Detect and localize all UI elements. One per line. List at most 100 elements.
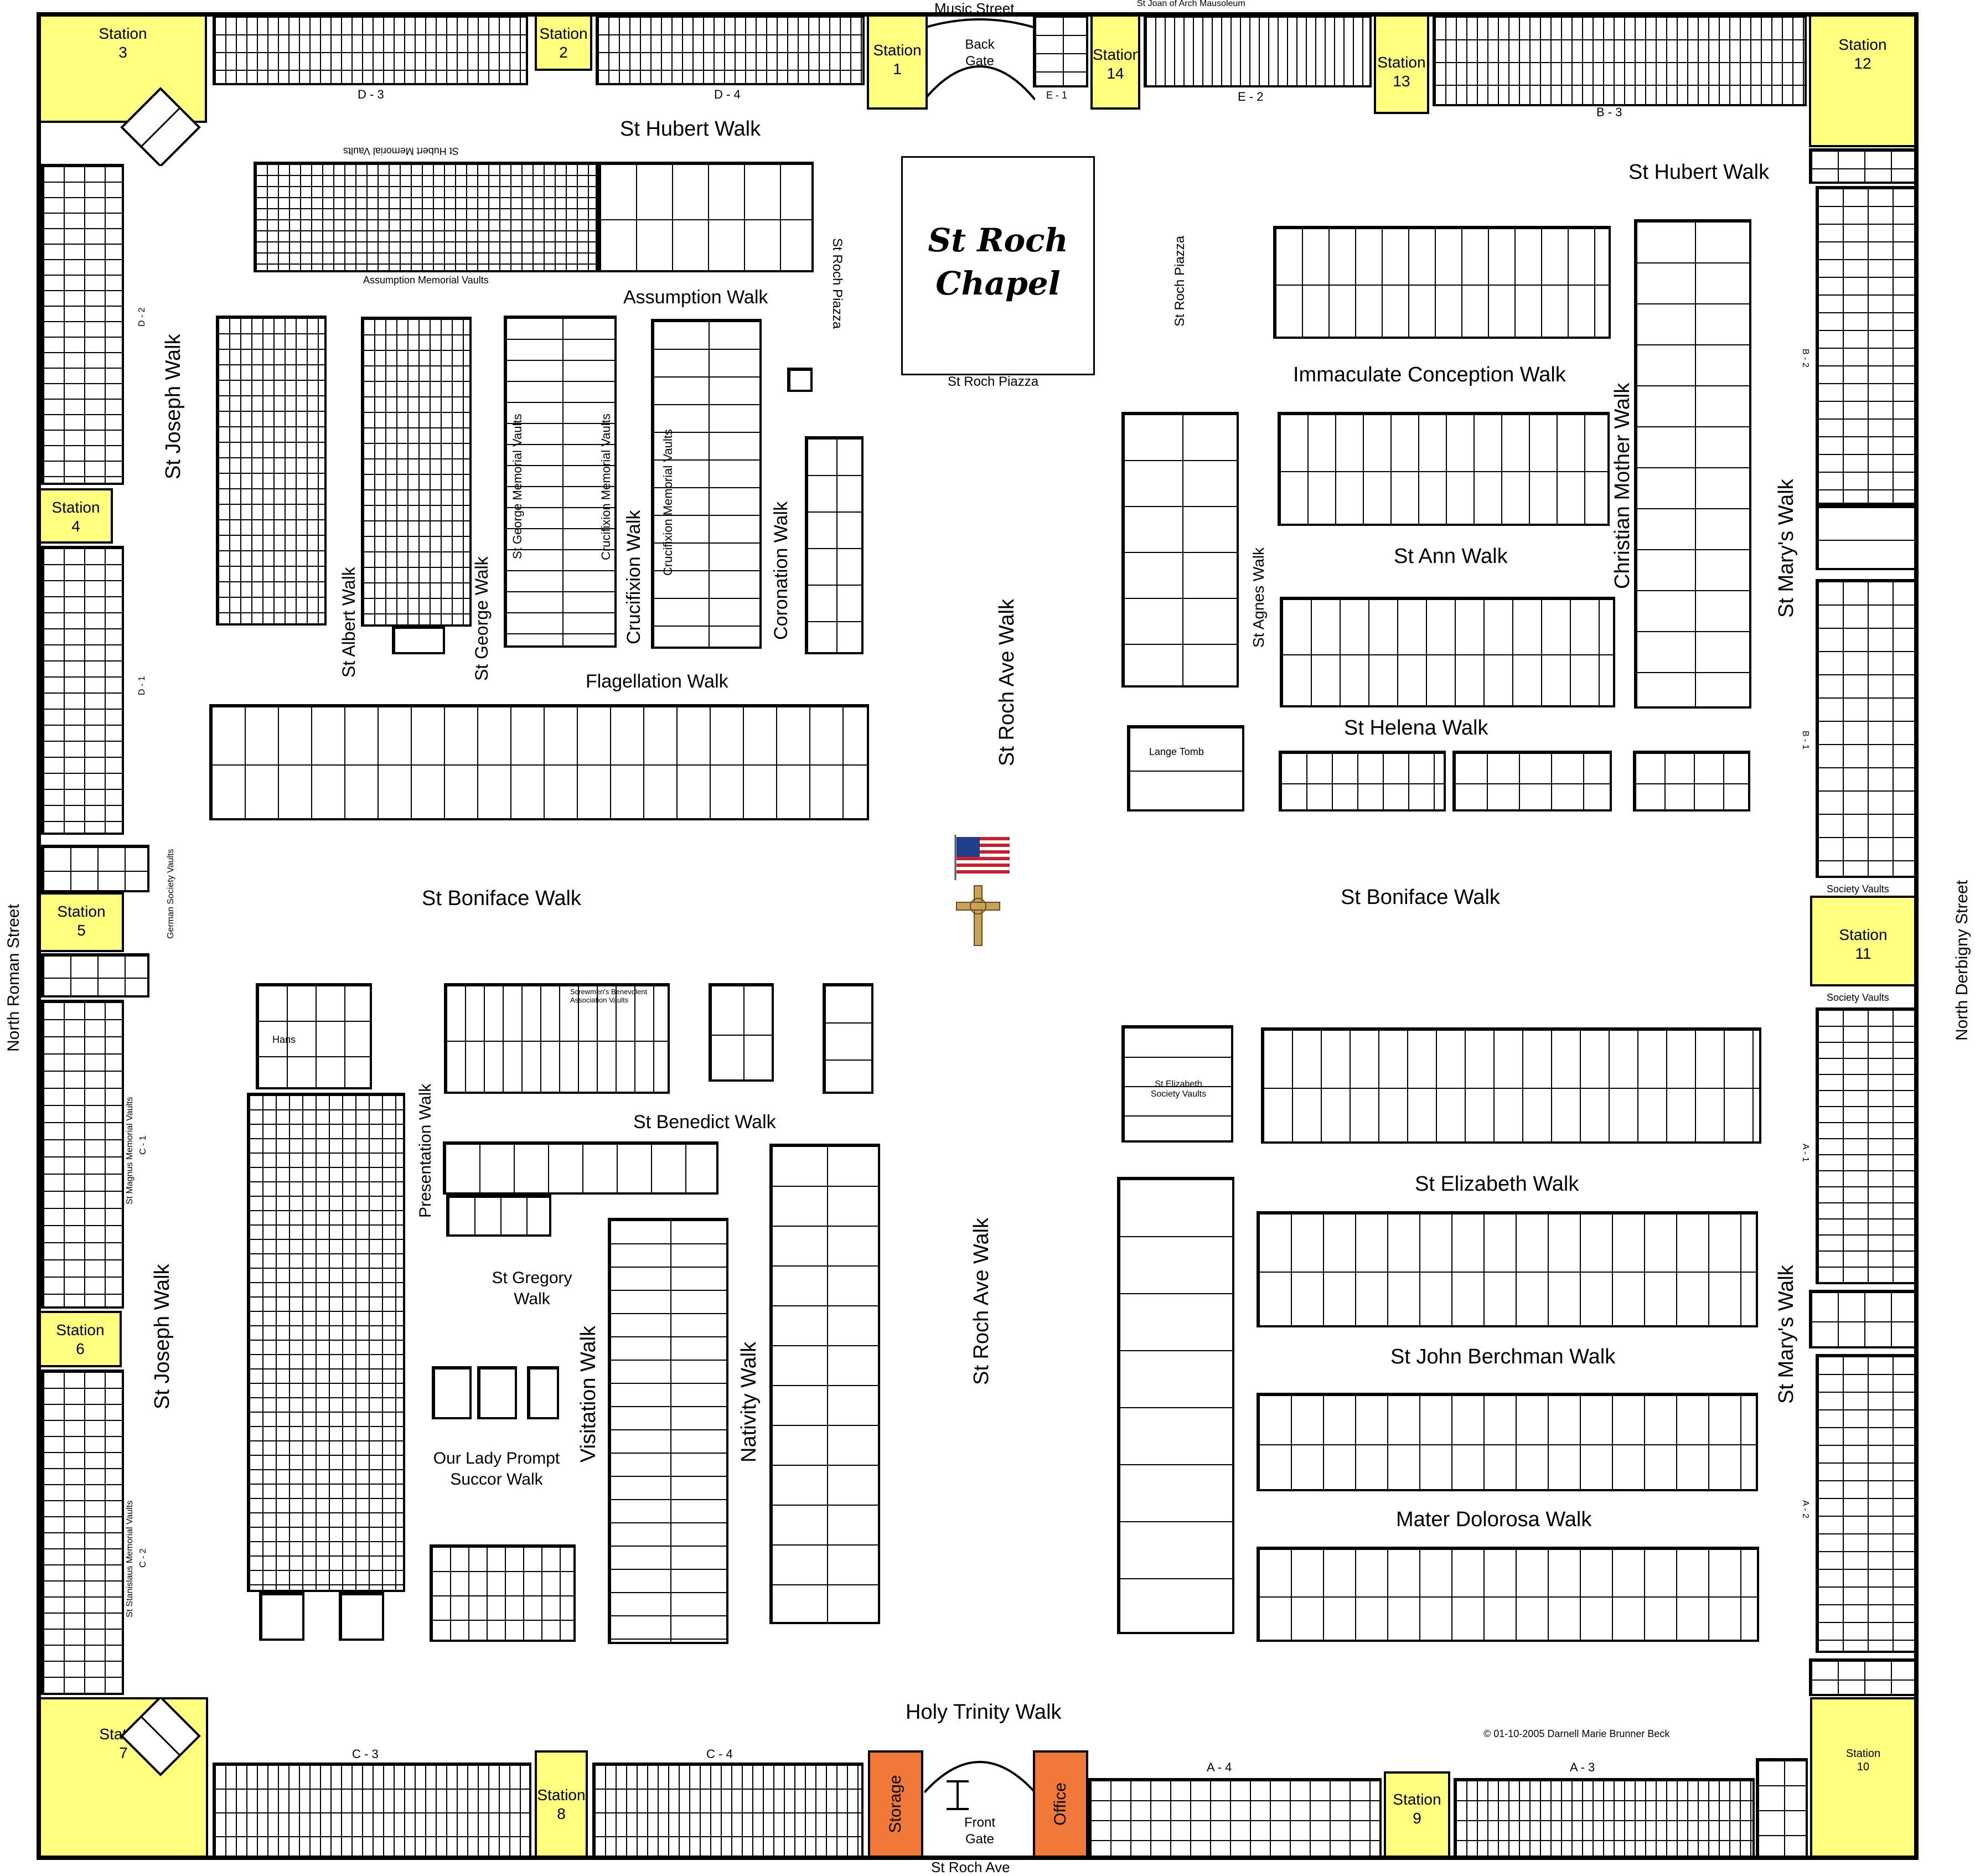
assumption-block-right[interactable] <box>598 162 814 272</box>
vault-col-a2[interactable] <box>1816 1354 1916 1653</box>
crucifixion-vault-block[interactable] <box>651 319 762 649</box>
front-gate-label: Front Gate <box>964 1815 995 1847</box>
st-george-vault-block[interactable] <box>504 316 617 648</box>
st-hubert-memorial-vaults[interactable] <box>254 162 598 272</box>
row-label-d2: D - 2 <box>137 307 147 327</box>
st-john-berchman-block[interactable] <box>1257 1393 1758 1491</box>
vault-col-right-top[interactable] <box>1809 148 1916 184</box>
christian-mother-walk: Christian Mother Walk <box>1611 383 1634 589</box>
society-vaults-label-2: Society Vaults <box>1827 992 1889 1003</box>
vault-col-b1[interactable] <box>1816 579 1916 878</box>
st-elizabeth-block-top[interactable] <box>1261 1027 1761 1144</box>
vault-row-a4[interactable] <box>1088 1778 1382 1858</box>
block-11e[interactable] <box>709 983 774 1082</box>
vault-col-a1[interactable] <box>1816 1007 1916 1284</box>
st-helena-block-1[interactable] <box>1279 751 1446 812</box>
office-building[interactable]: Office <box>1033 1750 1088 1858</box>
front-gate[interactable]: Front Gate <box>952 1815 1007 1848</box>
st-roch-chapel[interactable]: St Roch Chapel <box>901 156 1095 375</box>
hans-label: Hans <box>272 1034 296 1045</box>
vault-col-right-bottom[interactable] <box>1809 1658 1916 1696</box>
vault-col-c2[interactable] <box>41 1369 124 1695</box>
nativity-block[interactable] <box>769 1144 880 1624</box>
vault-col-b2[interactable] <box>1816 186 1916 505</box>
block-7-8[interactable] <box>477 1366 517 1419</box>
vault-col-station5-side[interactable] <box>41 953 149 998</box>
storage-building[interactable]: Storage <box>868 1750 923 1858</box>
hans-block[interactable] <box>256 983 372 1089</box>
vault-row-a3-end[interactable] <box>1756 1758 1808 1858</box>
vault-row-c3[interactable] <box>213 1763 531 1858</box>
vault-row-d3[interactable] <box>213 14 528 85</box>
back-gate[interactable]: Back Gate <box>952 37 1007 70</box>
our-lady-block-1[interactable] <box>430 1544 576 1642</box>
coronation-block[interactable] <box>805 436 864 654</box>
lange-tomb[interactable] <box>1127 725 1244 812</box>
block-10a[interactable] <box>259 1592 304 1641</box>
st-agnes-block[interactable] <box>1121 412 1239 688</box>
vault-col-c1[interactable] <box>41 1000 124 1309</box>
st-elizabeth-vaults-label: St Elizabeth Society Vaults <box>1150 1079 1207 1099</box>
vault-col-d1[interactable] <box>41 546 124 835</box>
st-helena-block-2[interactable] <box>1452 751 1612 812</box>
vault-row-d4[interactable] <box>596 14 865 85</box>
presentation-walk: Presentation Walk <box>416 1083 435 1218</box>
block-20-22[interactable] <box>823 983 873 1094</box>
st-joseph-block-3[interactable] <box>216 316 327 626</box>
assumption-walk: Assumption Walk <box>623 287 768 308</box>
north-derbigny-street-label: North Derbigny Street <box>1953 880 1971 1041</box>
holy-trinity-walk: Holy Trinity Walk <box>906 1701 1062 1724</box>
block-20[interactable] <box>787 368 813 392</box>
st-elizabeth-society-vaults[interactable] <box>1121 1025 1233 1143</box>
tall-block-2-to-10-11[interactable] <box>1117 1177 1234 1634</box>
vault-col-right-mid[interactable] <box>1816 505 1916 570</box>
st-ann-block[interactable] <box>1280 597 1615 707</box>
block-5-7-8-17[interactable] <box>432 1366 472 1419</box>
st-albert-block-2[interactable] <box>361 317 472 627</box>
vault-col-station4-side[interactable] <box>41 845 149 892</box>
row-label-c3: C - 3 <box>352 1747 379 1761</box>
flagellation-block[interactable] <box>209 704 869 820</box>
mater-dolorosa-block[interactable] <box>1257 1547 1759 1642</box>
vault-row-a3[interactable] <box>1454 1778 1755 1858</box>
st-helena-block-3[interactable] <box>1633 751 1750 812</box>
chapel-title: St Roch Chapel <box>928 221 1068 302</box>
vault-col-d2[interactable] <box>41 164 124 485</box>
vault-row-c4[interactable] <box>592 1763 864 1858</box>
block-17-small[interactable] <box>527 1366 559 1419</box>
screwmens-vaults[interactable] <box>444 983 670 1094</box>
st-benedict-block[interactable] <box>443 1141 718 1195</box>
block-9-lower[interactable] <box>339 1592 384 1641</box>
st-roch-piazza-label-3: St Roch Piazza <box>1172 235 1187 327</box>
presentation-small-block[interactable] <box>446 1195 551 1237</box>
immaculate-block-bottom[interactable] <box>1278 412 1610 526</box>
st-albert-block-01[interactable] <box>392 626 445 654</box>
row-label-b2: B - 2 <box>1801 349 1810 368</box>
st-joseph-block-2-lower[interactable] <box>247 1093 405 1592</box>
vault-col-right-mid2[interactable] <box>1809 1290 1916 1348</box>
visitation-block[interactable] <box>608 1218 728 1644</box>
christian-mother-block[interactable] <box>1634 219 1751 709</box>
st-roch-ave-street-label: St Roch Ave <box>931 1859 1010 1875</box>
vault-row-e2[interactable] <box>1144 14 1372 87</box>
visitation-walk: Visitation Walk <box>577 1325 600 1462</box>
st-benedict-walk: St Benedict Walk <box>633 1112 776 1133</box>
vault-row-e1[interactable] <box>1033 14 1088 87</box>
st-roch-piazza-label-1: St Roch Piazza <box>948 374 1039 389</box>
immaculate-block-top[interactable] <box>1273 226 1611 339</box>
vault-row-b3[interactable] <box>1433 14 1807 106</box>
st-elizabeth-block[interactable] <box>1257 1211 1758 1327</box>
